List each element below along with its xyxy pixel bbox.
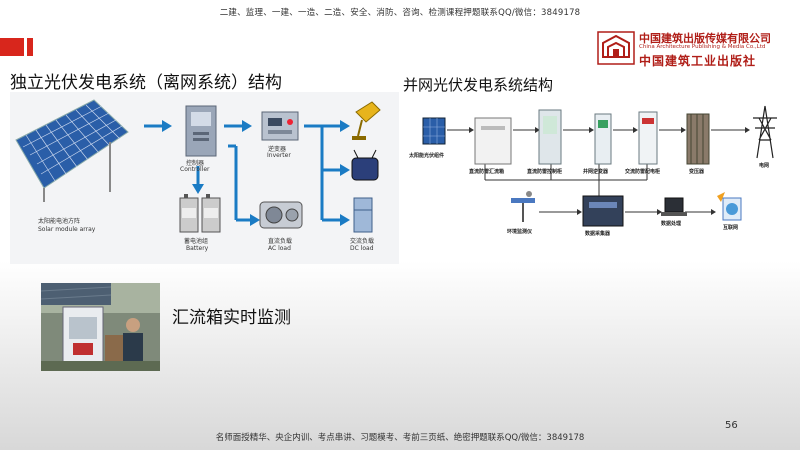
- env-monitor-label: 环境监测仪: [507, 229, 533, 235]
- gridtied-section-title: 并网光伏发电系统结构: [403, 76, 554, 94]
- publisher-logo-icon: [597, 31, 635, 65]
- controller-label-en: Controller: [180, 166, 210, 173]
- combiner-section-title: 汇流箱实时监测: [172, 308, 291, 328]
- offgrid-section-title: 独立光伏发电系统（离网系统）结构: [10, 73, 282, 93]
- transformer-label: 变压器: [689, 169, 705, 175]
- top-banner: 二建、监理、一建、一造、二造、安全、消防、咨询、检测课程押题联系QQ/微信：38…: [219, 8, 581, 18]
- controller-icon: [185, 105, 217, 157]
- solar-array-label-en: Solar module array: [38, 226, 96, 233]
- grid-inverter-icon: [594, 113, 612, 165]
- inverter-icon: [261, 111, 299, 141]
- fridge-icon: [353, 197, 373, 233]
- grid-inverter-label: 并网逆变器: [583, 169, 609, 175]
- combiner-box-icon: [474, 117, 512, 165]
- dc-cabinet-label: 直流防雷控制柜: [527, 169, 563, 175]
- pv-module-icon: [422, 117, 446, 145]
- grid-label: 电网: [759, 163, 770, 169]
- gridtied-diagram: 太阳能光伏组件 直流防雷汇流箱 直流防雷控制柜 并网逆变器 交流防雷配电柜 变压…: [403, 96, 793, 258]
- dc-load-label-en: DC load: [350, 245, 374, 252]
- lamp-icon: [352, 101, 381, 140]
- battery-label-en: Battery: [186, 245, 209, 252]
- internet-icon: [717, 192, 742, 221]
- inverter-label-en: Inverter: [267, 152, 291, 159]
- page-number: 56: [725, 420, 738, 431]
- bottom-banner: 名师面授精华、央企内训、考点串讲、习题模考、考前三页纸、绝密押题联系QQ/微信：…: [215, 433, 585, 443]
- dc-load-label-cn: 交流负载: [350, 238, 375, 245]
- laptop-icon: [661, 197, 687, 216]
- combiner-box-photo: [41, 283, 160, 371]
- ac-load-label-cn: 直流负载: [268, 238, 293, 245]
- pv-module-label: 太阳能光伏组件: [409, 153, 445, 159]
- publisher-name-en: China Architecture Publishing & Media Co…: [639, 44, 766, 50]
- dc-cabinet-icon: [538, 109, 562, 165]
- publisher-logo-block: 中国建筑出版传媒有限公司 China Architecture Publishi…: [597, 28, 793, 70]
- offgrid-diagram: 太阳能电池方阵 Solar module array 控制器 Controlle…: [10, 92, 399, 264]
- battery-icon: [179, 194, 221, 233]
- inverter-label-cn: 逆变器: [268, 146, 287, 153]
- controller-label-cn: 控制器: [186, 160, 205, 167]
- tv-icon: [351, 149, 379, 181]
- publisher-name-calligraphy: 中国建筑工业出版社: [639, 54, 757, 68]
- data-collector-label: 数据采集器: [585, 231, 611, 237]
- publisher-name-cn: 中国建筑出版传媒有限公司: [639, 32, 771, 45]
- dc-combiner-label: 直流防雷汇流箱: [469, 169, 505, 175]
- transformer-icon: [686, 113, 710, 165]
- ac-cabinet-label: 交流防雷配电柜: [625, 169, 661, 175]
- power-tower-icon: [753, 105, 777, 159]
- solar-panel-icon: [15, 99, 129, 202]
- data-processing-label: 数据处理: [661, 221, 682, 227]
- internet-label: 互联网: [723, 225, 739, 231]
- env-monitor-icon: [511, 191, 535, 222]
- gridtied-diagram-graphic: [422, 105, 777, 227]
- offgrid-diagram-graphic: [15, 99, 381, 233]
- red-corner-mark: [0, 34, 38, 60]
- battery-label-cn: 蓄电池组: [184, 238, 209, 245]
- ac-load-label-en: AC load: [268, 245, 291, 252]
- ac-cabinet-icon: [638, 111, 658, 165]
- data-collector-icon: [582, 195, 624, 227]
- generator-icon: [259, 201, 303, 229]
- solar-array-label-cn: 太阳能电池方阵: [38, 218, 81, 225]
